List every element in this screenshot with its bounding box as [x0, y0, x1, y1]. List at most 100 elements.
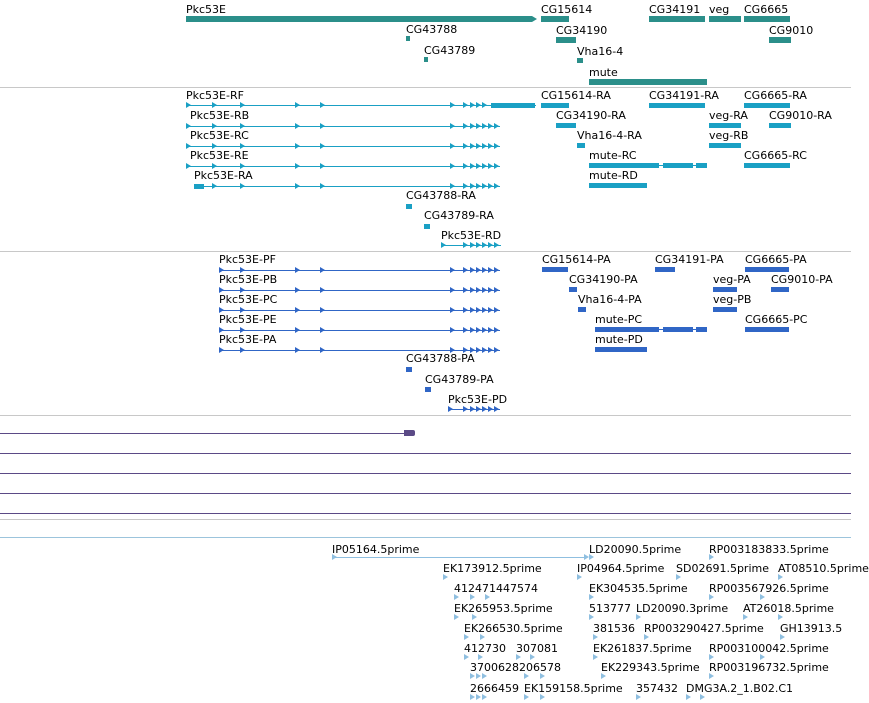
- strand-arrow[interactable]: [212, 102, 217, 108]
- feature-label[interactable]: mute-PD: [595, 333, 643, 346]
- strand-arrow[interactable]: [488, 327, 493, 333]
- strand-arrow[interactable]: [219, 347, 224, 353]
- strand-arrow[interactable]: [186, 143, 191, 149]
- exon-block[interactable]: [655, 267, 675, 272]
- alignment-line[interactable]: [0, 493, 851, 494]
- feature-label[interactable]: Pkc53E-PB: [219, 273, 278, 286]
- feature-label[interactable]: CG6665-RA: [744, 89, 807, 102]
- strand-arrow[interactable]: [240, 307, 245, 313]
- strand-arrow[interactable]: [240, 163, 245, 169]
- strand-arrow[interactable]: [441, 242, 446, 248]
- alignment-line[interactable]: [0, 513, 851, 514]
- strand-arrow[interactable]: [450, 267, 455, 273]
- strand-arrow[interactable]: [295, 123, 300, 129]
- feature-label[interactable]: IP05164.5prime: [332, 543, 420, 556]
- strand-arrow[interactable]: [450, 347, 455, 353]
- strand-arrow[interactable]: [450, 307, 455, 313]
- strand-arrow[interactable]: [494, 327, 499, 333]
- strand-arrow[interactable]: [240, 143, 245, 149]
- feature-label[interactable]: CG6665: [744, 3, 789, 16]
- exon-block[interactable]: [713, 287, 737, 292]
- feature-label[interactable]: CG9010: [769, 24, 814, 37]
- exon-block[interactable]: [771, 287, 789, 292]
- strand-arrow[interactable]: [494, 183, 499, 189]
- strand-arrow[interactable]: [320, 163, 325, 169]
- feature-label[interactable]: EK159158.5prime: [524, 682, 623, 695]
- exon-block[interactable]: [663, 327, 693, 332]
- exon-block[interactable]: [569, 287, 577, 292]
- strand-arrow[interactable]: [470, 287, 475, 293]
- gene-feature[interactable]: [649, 16, 705, 22]
- strand-arrow[interactable]: [332, 554, 337, 560]
- feature-label[interactable]: CG15614-PA: [542, 253, 611, 266]
- strand-arrow[interactable]: [476, 267, 481, 273]
- strand-arrow[interactable]: [320, 143, 325, 149]
- exon-block[interactable]: [541, 103, 569, 108]
- feature-label[interactable]: CG34190: [556, 24, 608, 37]
- feature-label[interactable]: AT08510.5prime: [778, 562, 869, 575]
- strand-arrow[interactable]: [219, 327, 224, 333]
- strand-arrow[interactable]: [482, 123, 487, 129]
- strand-arrow[interactable]: [488, 163, 493, 169]
- strand-arrow[interactable]: [470, 594, 475, 600]
- strand-arrow[interactable]: [320, 347, 325, 353]
- strand-arrow[interactable]: [485, 594, 490, 600]
- strand-arrow[interactable]: [240, 327, 245, 333]
- strand-arrow[interactable]: [472, 614, 477, 620]
- strand-arrow[interactable]: [644, 634, 649, 640]
- strand-arrow[interactable]: [482, 307, 487, 313]
- strand-arrow[interactable]: [488, 183, 493, 189]
- feature-label[interactable]: Pkc53E: [186, 3, 226, 16]
- feature-label[interactable]: Vha16-4-PA: [578, 293, 642, 306]
- strand-arrow[interactable]: [295, 102, 300, 108]
- feature-label[interactable]: CG6665-RC: [744, 149, 807, 162]
- feature-label[interactable]: Vha16-4: [577, 45, 624, 58]
- strand-arrow[interactable]: [470, 183, 475, 189]
- strand-arrow[interactable]: [540, 694, 545, 700]
- exon-block[interactable]: [744, 103, 790, 108]
- feature-label[interactable]: 307081: [516, 642, 558, 655]
- strand-arrow[interactable]: [320, 267, 325, 273]
- strand-arrow[interactable]: [463, 143, 468, 149]
- strand-arrow[interactable]: [463, 242, 468, 248]
- strand-arrow[interactable]: [464, 634, 469, 640]
- strand-arrow[interactable]: [778, 574, 783, 580]
- feature-label[interactable]: CG34190-RA: [556, 109, 626, 122]
- feature-label[interactable]: EK229343.5prime: [601, 661, 700, 674]
- strand-arrow[interactable]: [494, 143, 499, 149]
- exon-block[interactable]: [709, 143, 741, 148]
- exon-block[interactable]: [194, 184, 204, 189]
- strand-arrow[interactable]: [709, 594, 714, 600]
- strand-arrow[interactable]: [212, 123, 217, 129]
- strand-arrow[interactable]: [476, 123, 481, 129]
- gene-feature[interactable]: [769, 37, 791, 43]
- strand-arrow[interactable]: [593, 634, 598, 640]
- strand-arrow[interactable]: [186, 102, 191, 108]
- strand-arrow[interactable]: [476, 143, 481, 149]
- strand-arrow[interactable]: [450, 102, 455, 108]
- strand-arrow[interactable]: [494, 163, 499, 169]
- strand-arrow[interactable]: [470, 307, 475, 313]
- strand-arrow[interactable]: [240, 267, 245, 273]
- strand-arrow[interactable]: [476, 102, 481, 108]
- strand-arrow[interactable]: [494, 287, 499, 293]
- strand-arrow[interactable]: [463, 406, 468, 412]
- feature-label[interactable]: RP003196732.5prime: [709, 661, 829, 674]
- strand-arrow[interactable]: [476, 347, 481, 353]
- feature-label[interactable]: LD20090.3prime: [636, 602, 729, 615]
- exon-block[interactable]: [556, 123, 576, 128]
- strand-arrow[interactable]: [186, 123, 191, 129]
- strand-arrow[interactable]: [295, 287, 300, 293]
- strand-arrow[interactable]: [470, 242, 475, 248]
- feature-label[interactable]: RP003290427.5prime: [644, 622, 764, 635]
- strand-arrow[interactable]: [686, 694, 691, 700]
- strand-arrow[interactable]: [463, 287, 468, 293]
- feature-label[interactable]: SD02691.5prime: [676, 562, 769, 575]
- feature-label[interactable]: CG34191: [649, 3, 701, 16]
- strand-arrow[interactable]: [709, 673, 714, 679]
- strand-arrow[interactable]: [476, 242, 481, 248]
- strand-arrow[interactable]: [450, 143, 455, 149]
- feature-label[interactable]: CG43789-RA: [424, 209, 494, 222]
- strand-arrow[interactable]: [480, 634, 485, 640]
- feature-label[interactable]: CG34191-PA: [655, 253, 724, 266]
